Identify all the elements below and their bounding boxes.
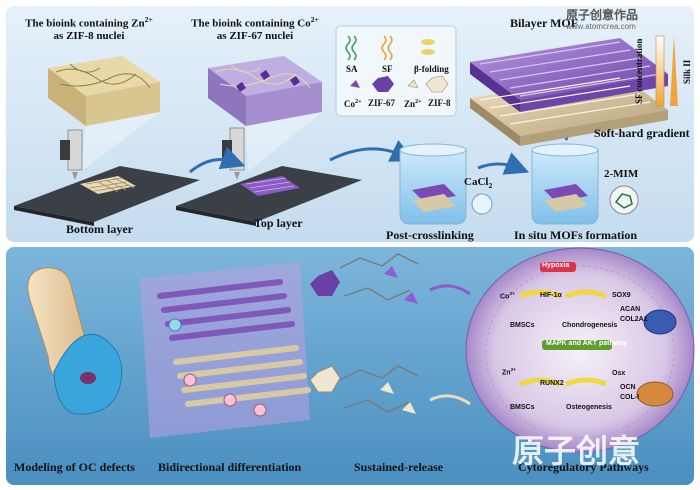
cell-zn-text: Zn — [502, 369, 511, 377]
cell-zn-label: Zn2+ — [502, 368, 516, 376]
sustained-label: Sustained-release — [354, 460, 444, 474]
legend-zif8-label: ZIF-8 — [428, 98, 451, 108]
bilayer-mof-label: Bilayer MOF — [510, 16, 579, 30]
legend-beta-label: β-folding — [414, 64, 449, 74]
legend-co-icon — [350, 80, 360, 88]
legend-sf-label: SF — [382, 64, 393, 74]
cacl2-sub: 2 — [488, 181, 493, 191]
cacl2-text: CaCl — [464, 176, 489, 188]
osx-label: Osx — [612, 370, 626, 377]
runx2-label: RUNX2 — [540, 380, 564, 387]
mim-label: 2-MIM — [604, 168, 639, 180]
cacl2-bubble — [471, 193, 493, 215]
watermark-top-url: www.atomcrea.com — [566, 22, 636, 31]
watermark-bottom-cn: 原子创意 — [512, 433, 641, 469]
watermark-top-cn: 原子创意作品 — [566, 8, 639, 22]
bioink-zn-sup: 2+ — [144, 15, 153, 24]
legend-zn-text: Zn — [404, 99, 416, 109]
mim-molecule — [614, 193, 633, 209]
legend-co-label: Co2+ — [344, 98, 362, 109]
mapk-label: MAPK and AKT pathway — [546, 340, 628, 347]
legend-zif67-icon — [372, 76, 394, 92]
legend-zif67-label: ZIF-67 — [368, 98, 395, 108]
legend-sa-label: SA — [346, 64, 358, 74]
bioink-co-label: The bioink containing Co2+ as ZIF-67 nuc… — [180, 14, 330, 42]
bioink-zn-line2: as ZIF-8 nuclei — [53, 29, 125, 42]
hypoxia-label: Hypoxia — [542, 262, 570, 269]
scaffold-3d — [140, 262, 311, 438]
bioink-zn-line1: The bioink containing Zn — [25, 17, 145, 30]
bioink-co-cube — [208, 56, 322, 126]
silk-ii-triangle — [670, 36, 678, 106]
ocn-label: OCN — [620, 384, 636, 391]
sox9-label: SOX9 — [612, 292, 631, 299]
sf-concentration-label: SF concentration — [634, 38, 644, 104]
bioink-zn-label: The bioink containing Zn2+ as ZIF-8 nucl… — [14, 14, 164, 42]
beaker-1 — [399, 143, 467, 225]
post-crosslinking-label: Post-crosslinking — [386, 228, 474, 242]
legend-co-text: Co — [344, 99, 355, 109]
legend-co-sup: 2+ — [355, 98, 362, 105]
legend-zn-label: Zn2+ — [404, 98, 422, 109]
bmscs-1-label: BMSCs — [510, 322, 535, 329]
mim-bubble — [609, 185, 639, 215]
col2a1-label: COL2A1 — [620, 316, 648, 323]
bioink-co-sup: 2+ — [310, 15, 319, 24]
cell-co-label: Co2+ — [500, 292, 515, 300]
soft-hard-label: Soft-hard gradient — [594, 126, 690, 140]
legend-box — [335, 25, 457, 117]
col1-label: COL-I — [620, 394, 640, 401]
cell-co-sup: 2+ — [509, 292, 515, 297]
in-situ-label: In situ MOFs formation — [514, 228, 637, 242]
cacl2-label: CaCl2 — [464, 176, 492, 190]
bioink-co-line1: The bioink containing Co — [191, 17, 311, 30]
modeling-label: Modeling of OC defects — [14, 460, 135, 474]
bmscs-2-label: BMSCs — [510, 404, 535, 411]
release-molecules — [309, 253, 471, 414]
bilayer-mof-block — [470, 38, 668, 146]
bioink-co-line2: as ZIF-67 nuclei — [216, 29, 294, 42]
legend-beta-icon — [421, 39, 435, 55]
legend-sa-icon — [345, 35, 357, 61]
bidirectional-label: Bidirectional differentiation — [158, 460, 302, 474]
acan-label: ACAN — [620, 306, 641, 313]
legend-zif8-icon — [425, 75, 449, 93]
cell-co-text: Co — [500, 293, 510, 301]
gradient-bar — [655, 35, 665, 107]
legend-zn-icon — [407, 79, 419, 89]
legend-zn-sup: 2+ — [415, 98, 422, 105]
chondro-label: Chondrogenesis — [562, 322, 618, 329]
top-layer-label: Top layer — [254, 216, 303, 230]
silk-ii-label: Silk II — [682, 59, 692, 84]
bone-model — [27, 267, 123, 415]
bioink-zn-cube — [48, 56, 160, 126]
beaker-2 — [531, 143, 599, 225]
cytoregulatory-label: Cytoregulatory Pathways — [518, 460, 649, 474]
cell-diagram — [465, 247, 695, 453]
cell-zn-sup: 2+ — [510, 368, 517, 373]
hif-label: HIF-1α — [540, 292, 562, 299]
bottom-layer-label: Bottom layer — [66, 222, 133, 236]
osteo-label: Osteogenesis — [566, 404, 612, 411]
printer-1 — [14, 129, 200, 226]
legend-sf-icon — [381, 35, 393, 61]
